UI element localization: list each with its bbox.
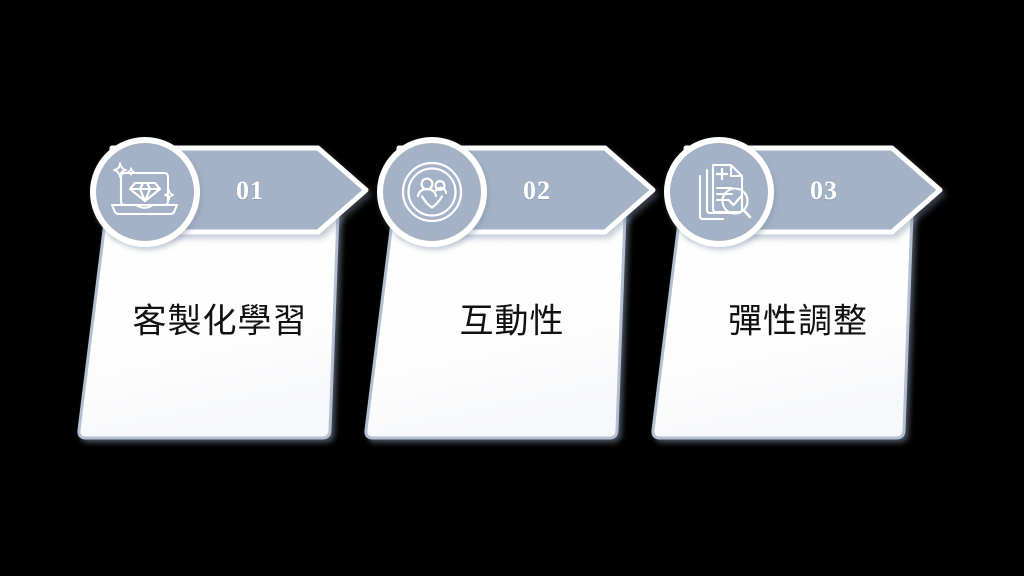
document-search-check-icon (698, 163, 752, 221)
step-label-3: 彈性調整 (728, 302, 868, 341)
people-check-circle-icon (401, 161, 463, 223)
step-number-2: 02 (523, 176, 551, 205)
step-number-1: 01 (236, 176, 264, 205)
step-group-2[interactable] (364, 137, 656, 440)
step-icon-badge-3[interactable] (664, 137, 774, 247)
step-card-3[interactable] (651, 212, 914, 440)
step-card-1[interactable] (77, 212, 340, 440)
step-number-3: 03 (810, 176, 838, 205)
step-icon-badge-1[interactable] (90, 137, 200, 247)
step-group-1[interactable] (77, 137, 369, 440)
step-label-1: 客製化學習 (132, 302, 308, 341)
step-icon-badge-2[interactable] (377, 137, 487, 247)
laptop-diamond-icon (110, 162, 179, 216)
step-label-2: 互動性 (459, 302, 565, 341)
step-group-3[interactable] (651, 137, 943, 440)
step-card-2[interactable] (364, 212, 627, 440)
